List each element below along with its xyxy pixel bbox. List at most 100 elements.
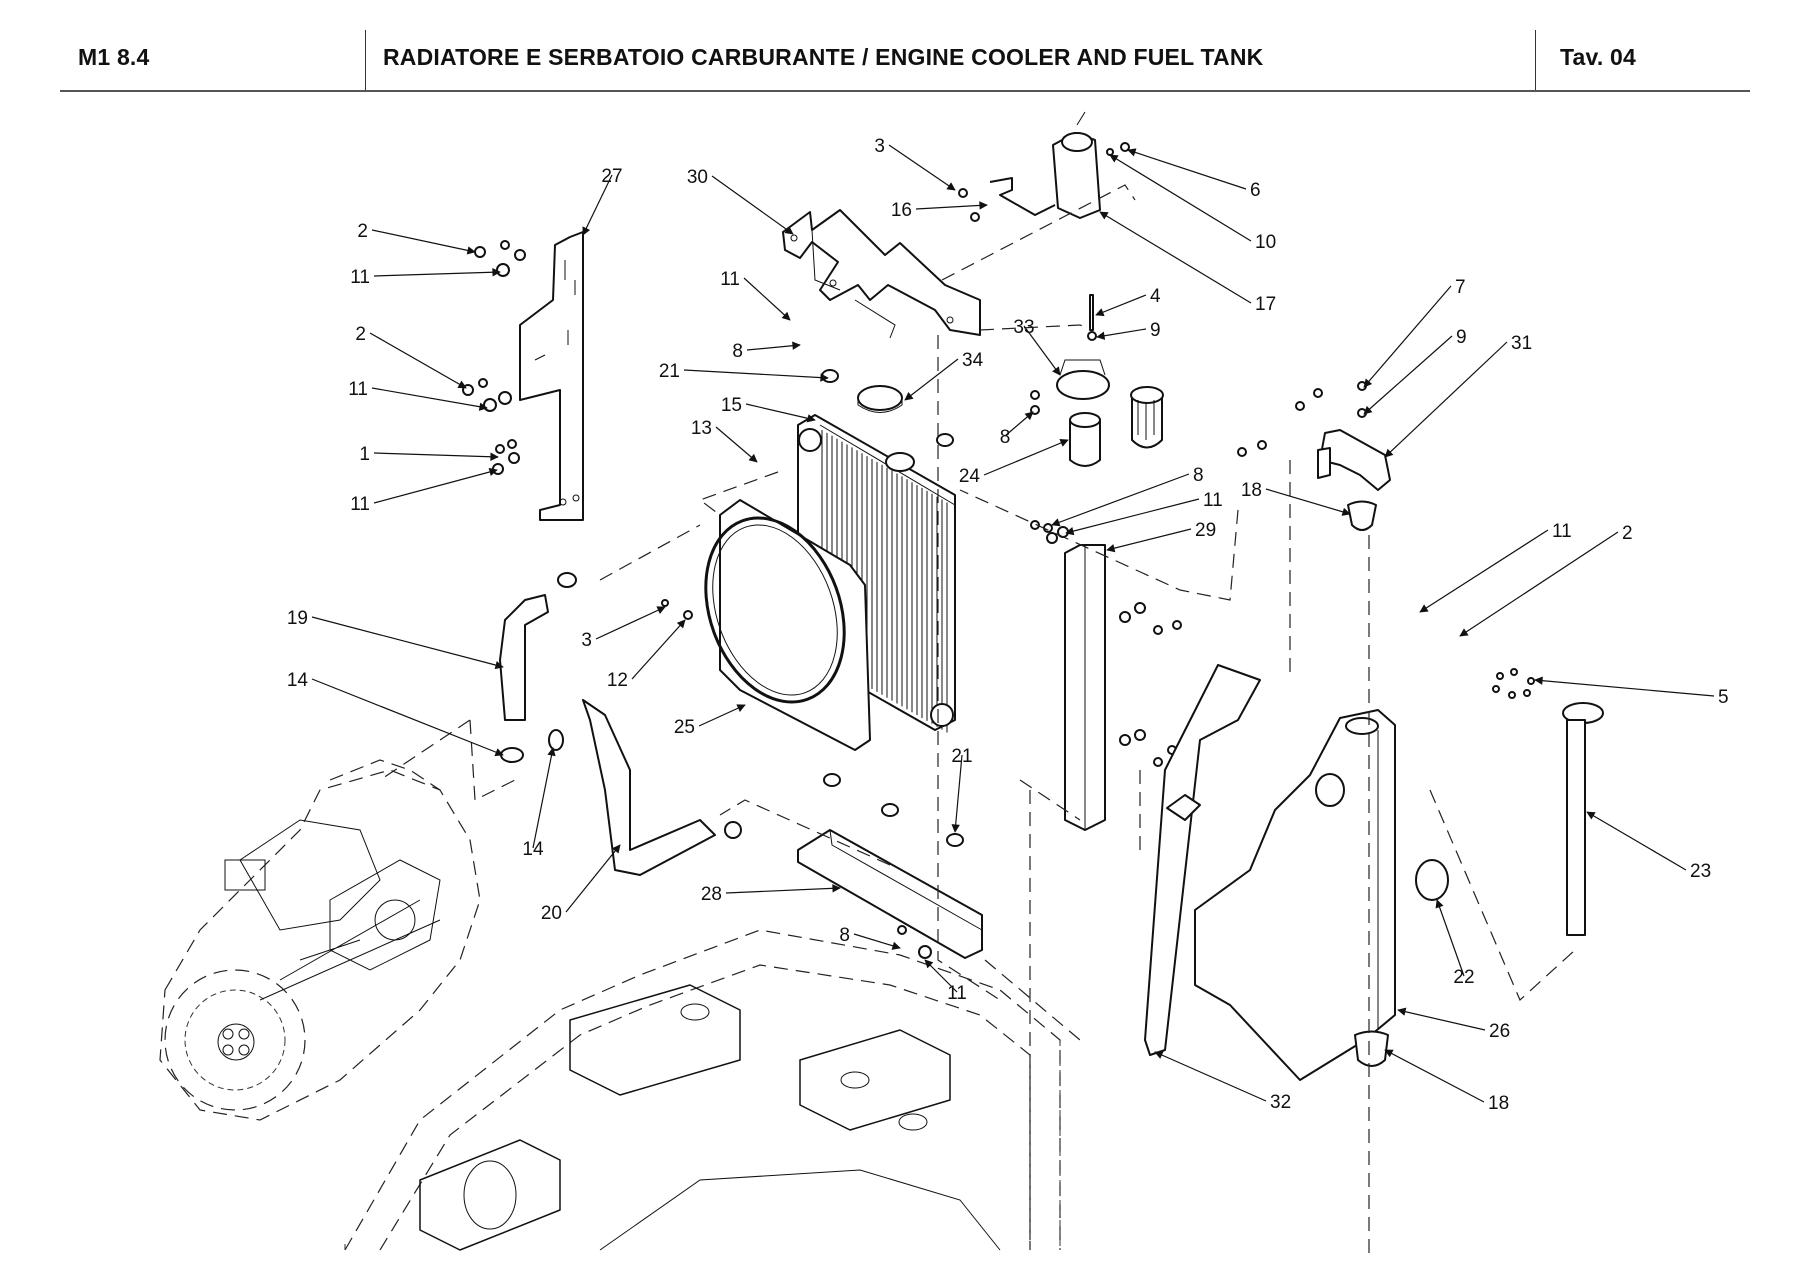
- leader-line-26: [1397, 1007, 1486, 1031]
- radiator-cap: [857, 385, 903, 413]
- callout-11: 11: [947, 983, 967, 1004]
- coolant-hoses: [499, 572, 742, 876]
- callout-13: 13: [691, 418, 712, 439]
- callout-11: 11: [350, 494, 370, 515]
- callout-labels: 2721121111130316610171182134151349338247…: [287, 136, 1729, 1114]
- callout-28: 28: [701, 884, 722, 905]
- leader-line-3: [595, 606, 666, 640]
- leader-line-24: [983, 439, 1069, 476]
- leader-line-2: [371, 229, 476, 255]
- callout-8: 8: [1000, 427, 1011, 448]
- callout-11: 11: [1203, 490, 1223, 511]
- callout-9: 9: [1456, 327, 1467, 348]
- callout-21: 21: [951, 746, 972, 767]
- leader-line-3: [888, 144, 956, 191]
- leader-line-9: [1096, 328, 1147, 340]
- callout-11: 11: [720, 269, 740, 290]
- leader-line-11: [1419, 529, 1549, 613]
- leader-line-18: [1265, 488, 1351, 516]
- fuel-level-sender: [1492, 668, 1604, 936]
- leader-line-11: [1065, 498, 1200, 536]
- callout-8: 8: [1193, 465, 1204, 486]
- chassis-frame: [344, 929, 1061, 1251]
- expansion-tank: [958, 111, 1130, 222]
- fuel-tank: [1144, 664, 1449, 1081]
- callout-23: 23: [1690, 861, 1711, 882]
- callout-11: 11: [350, 267, 370, 288]
- leader-line-10: [1109, 154, 1252, 242]
- callout-16: 16: [891, 200, 912, 221]
- callout-14: 14: [287, 670, 309, 691]
- leader-line-19: [311, 616, 504, 670]
- callout-12: 12: [607, 670, 628, 691]
- callout-1: 1: [359, 444, 370, 465]
- callout-31: 31: [1511, 333, 1532, 354]
- leader-line-30: [711, 175, 794, 235]
- leader-line-13: [715, 426, 758, 463]
- leader-line-16: [915, 201, 988, 210]
- leader-line-33: [1023, 325, 1061, 376]
- callout-32: 32: [1270, 1092, 1291, 1113]
- callout-22: 22: [1453, 967, 1474, 988]
- callout-21: 21: [659, 361, 680, 382]
- callout-30: 30: [687, 167, 708, 188]
- leader-line-11: [373, 268, 501, 277]
- header-divider: [1535, 30, 1536, 92]
- callout-29: 29: [1195, 520, 1216, 541]
- callout-6: 6: [1250, 180, 1261, 201]
- drawing-code: M1 8.4: [78, 44, 150, 70]
- leader-line-14: [532, 747, 556, 849]
- leader-line-18: [1384, 1049, 1485, 1103]
- callout-24: 24: [959, 466, 981, 487]
- bracket-27: [519, 231, 584, 521]
- callout-3: 3: [581, 630, 592, 651]
- callout-20: 20: [541, 903, 562, 924]
- header-divider: [365, 30, 366, 92]
- header-rule: [60, 90, 1750, 92]
- callout-10: 10: [1255, 232, 1276, 253]
- sheet-number: Tav. 04: [1560, 44, 1636, 70]
- leader-line-2: [1459, 531, 1619, 637]
- leader-line-31: [1384, 341, 1508, 458]
- leader-line-11: [371, 387, 488, 411]
- leader-line-27: [582, 174, 613, 236]
- callout-18: 18: [1488, 1093, 1509, 1114]
- fuel-filter: [1030, 294, 1164, 467]
- leader-line-8: [1004, 411, 1034, 437]
- callout-34: 34: [962, 350, 984, 371]
- leader-line-17: [1099, 211, 1252, 304]
- bracket-31: [1237, 381, 1391, 531]
- callout-5: 5: [1718, 687, 1729, 708]
- callout-15: 15: [721, 395, 742, 416]
- leader-line-15: [745, 403, 816, 423]
- leader-line-5: [1534, 676, 1715, 697]
- callout-2: 2: [355, 324, 366, 345]
- leader-line-4: [1095, 294, 1147, 317]
- leader-line-12: [631, 619, 686, 680]
- callout-3: 3: [874, 136, 885, 157]
- rubber-mounts: [821, 369, 964, 847]
- leader-line-11: [373, 467, 498, 504]
- callout-18: 18: [1241, 480, 1262, 501]
- callout-14: 14: [522, 839, 544, 860]
- leader-line-21: [951, 754, 963, 833]
- leader-line-11: [743, 277, 791, 321]
- leader-line-8: [746, 341, 801, 351]
- bracket-29: [1030, 520, 1182, 831]
- leader-line-2: [369, 332, 467, 389]
- callout-leaders: [311, 144, 1715, 1103]
- leader-line-14: [311, 678, 504, 757]
- callout-2: 2: [357, 221, 368, 242]
- callout-11: 11: [348, 379, 368, 400]
- callout-2: 2: [1622, 523, 1633, 544]
- callout-9: 9: [1150, 320, 1161, 341]
- leader-line-28: [725, 884, 841, 894]
- crossmember-28: [797, 829, 983, 959]
- leader-line-8: [853, 933, 901, 950]
- callout-26: 26: [1489, 1021, 1510, 1042]
- callout-7: 7: [1455, 277, 1466, 298]
- leader-line-11: [924, 959, 958, 993]
- leader-line-1: [373, 452, 499, 461]
- leader-line-29: [1106, 528, 1192, 553]
- callout-4: 4: [1150, 286, 1161, 307]
